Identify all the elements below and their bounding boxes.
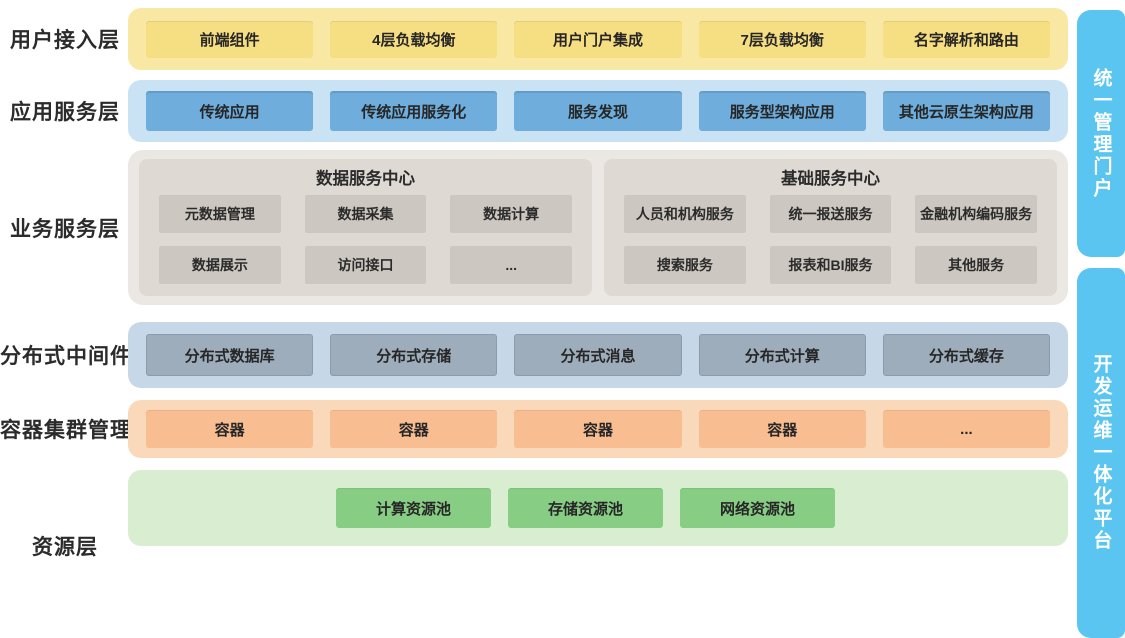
app-service-box: 服务发现 [514, 91, 682, 131]
layer-row-middleware: 分布式中间件 分布式数据库 分布式存储 分布式消息 分布式计算 分布式缓存 [0, 322, 1068, 388]
layer-tray-middleware: 分布式数据库 分布式存储 分布式消息 分布式计算 分布式缓存 [128, 322, 1068, 388]
architecture-diagram: 用户接入层 前端组件 4层负载均衡 用户门户集成 7层负载均衡 名字解析和路由 … [0, 8, 1125, 638]
layer-label-business-service: 业务服务层 [10, 217, 120, 241]
panel-cells: 人员和机构服务 统一报送服务 金融机构编码服务 搜索服务 报表和BI服务 其他服… [624, 193, 1037, 286]
service-cell: 元数据管理 [159, 195, 281, 233]
layer-tray-user-access: 前端组件 4层负载均衡 用户门户集成 7层负载均衡 名字解析和路由 [128, 8, 1068, 70]
layer-label-resource: 资源层 [32, 536, 98, 559]
container-box: 容器 [514, 410, 682, 448]
container-box: 容器 [698, 410, 866, 448]
middleware-box: 分布式计算 [698, 334, 866, 376]
service-cell: 其他服务 [915, 246, 1037, 284]
container-box: ... [882, 410, 1051, 448]
service-cell: 搜索服务 [624, 246, 746, 284]
resource-pool-box: 计算资源池 [336, 488, 491, 528]
resource-pool-box: 存储资源池 [508, 488, 663, 528]
panel-cells: 元数据管理 数据采集 数据计算 数据展示 访问接口 ... [159, 193, 572, 286]
service-cell: 数据展示 [159, 246, 281, 284]
container-box: 容器 [330, 410, 498, 448]
layer-row-business-service: 业务服务层 数据服务中心 元数据管理 数据采集 数据计算 数据展示 访问接口 .… [0, 150, 1068, 305]
layer-row-resource-pools: 计算资源池 存储资源池 网络资源池 [0, 470, 1068, 546]
panel-title: 数据服务中心 [316, 170, 415, 188]
service-cell: ... [450, 246, 572, 284]
sidebar-unified-portal: 统一管理门户 [1077, 10, 1125, 257]
user-access-box: 名字解析和路由 [882, 20, 1051, 58]
resource-pool-box: 网络资源池 [680, 488, 835, 528]
app-service-box: 服务型架构应用 [698, 91, 866, 131]
user-access-box: 4层负载均衡 [330, 20, 498, 58]
layer-row-user-access: 用户接入层 前端组件 4层负载均衡 用户门户集成 7层负载均衡 名字解析和路由 [0, 8, 1068, 70]
middleware-box: 分布式消息 [514, 334, 682, 376]
service-cell: 数据采集 [304, 195, 427, 233]
service-cell: 访问接口 [304, 246, 427, 284]
data-service-panel: 数据服务中心 元数据管理 数据采集 数据计算 数据展示 访问接口 ... [139, 159, 592, 296]
layer-tray-resource-pools: 计算资源池 存储资源池 网络资源池 [128, 470, 1068, 546]
layer-row-app-service: 应用服务层 传统应用 传统应用服务化 服务发现 服务型架构应用 其他云原生架构应… [0, 80, 1068, 142]
user-access-box: 前端组件 [146, 20, 314, 58]
layer-tray-app-service: 传统应用 传统应用服务化 服务发现 服务型架构应用 其他云原生架构应用 [128, 80, 1068, 142]
sidebar-devops-platform: 开发运维一体化平台 [1077, 268, 1125, 638]
app-service-box: 传统应用 [146, 91, 314, 131]
service-cell: 人员和机构服务 [624, 195, 746, 233]
user-access-box: 用户门户集成 [514, 20, 682, 58]
panel-title: 基础服务中心 [781, 170, 880, 188]
layer-label-container-cluster: 容器集群管理 [0, 419, 132, 442]
base-service-panel: 基础服务中心 人员和机构服务 统一报送服务 金融机构编码服务 搜索服务 报表和B… [604, 159, 1057, 296]
layer-tray-container-cluster: 容器 容器 容器 容器 ... [128, 400, 1068, 458]
container-box: 容器 [146, 410, 314, 448]
app-service-box: 传统应用服务化 [330, 91, 498, 131]
layer-label-user-access: 用户接入层 [10, 29, 120, 52]
sidebar-devops-platform-label: 开发运维一体化平台 [1090, 354, 1112, 552]
service-cell: 报表和BI服务 [769, 246, 892, 284]
app-service-box: 其他云原生架构应用 [882, 91, 1051, 131]
service-cell: 数据计算 [450, 195, 572, 233]
sidebar-unified-portal-label: 统一管理门户 [1090, 67, 1112, 200]
middleware-box: 分布式缓存 [882, 334, 1051, 376]
layer-tray-business-service: 数据服务中心 元数据管理 数据采集 数据计算 数据展示 访问接口 ... 基础服… [128, 150, 1068, 305]
layer-label-app-service: 应用服务层 [10, 101, 120, 124]
service-cell: 金融机构编码服务 [915, 195, 1037, 233]
service-cell: 统一报送服务 [769, 195, 892, 233]
layer-label-middleware: 分布式中间件 [0, 345, 132, 368]
user-access-box: 7层负载均衡 [698, 20, 866, 58]
middleware-box: 分布式数据库 [146, 334, 314, 376]
layer-row-container-cluster: 容器集群管理 容器 容器 容器 容器 ... [0, 400, 1068, 458]
middleware-box: 分布式存储 [330, 334, 498, 376]
